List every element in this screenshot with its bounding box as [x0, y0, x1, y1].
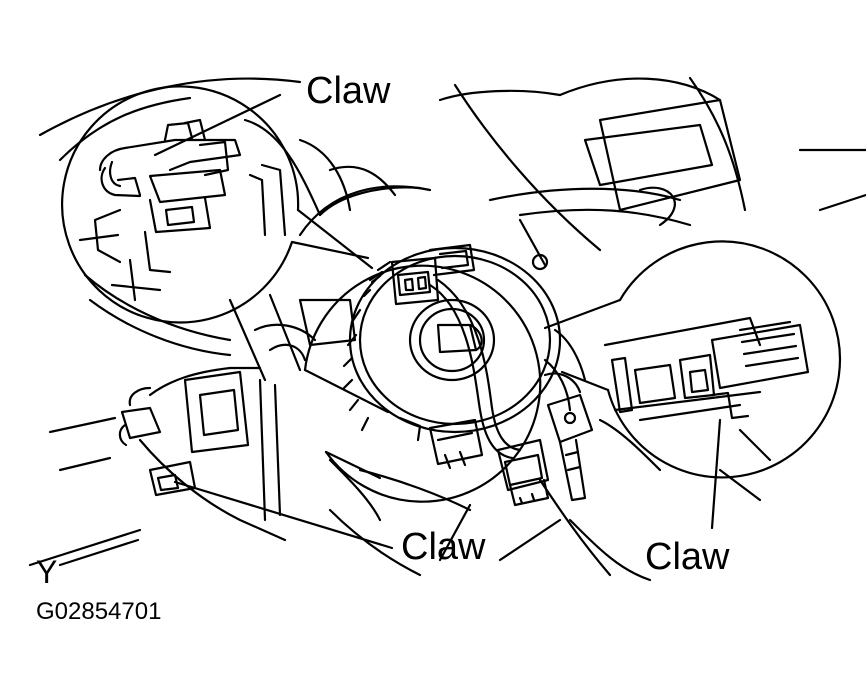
claw-label-top: Claw — [306, 70, 391, 112]
claw-detail-top-left — [61, 85, 374, 324]
leader-line-middle — [173, 480, 394, 550]
y-marker-line — [58, 538, 140, 567]
claw-label-middle: Claw — [401, 526, 486, 568]
y-marker-label: Y — [36, 554, 58, 590]
background-structure — [28, 76, 866, 582]
ignition-key — [543, 372, 594, 502]
figure-code: G02854701 — [36, 598, 162, 625]
claw-detail-right — [543, 240, 842, 479]
claw-label-right: Claw — [645, 536, 730, 578]
leader-line-right — [710, 418, 722, 530]
spiral-cable — [342, 243, 562, 507]
leader-line-top — [153, 93, 282, 157]
